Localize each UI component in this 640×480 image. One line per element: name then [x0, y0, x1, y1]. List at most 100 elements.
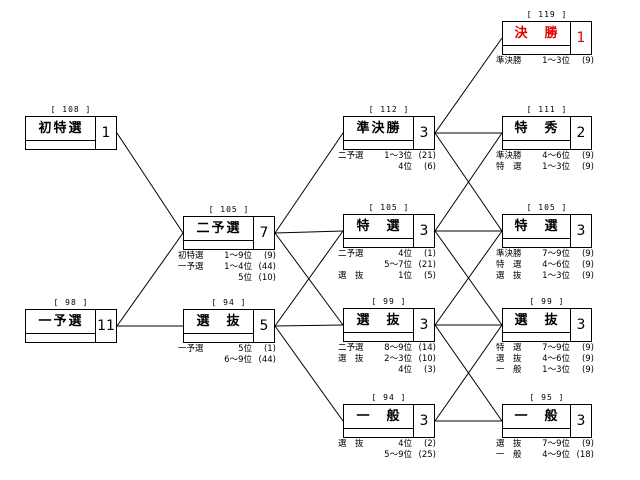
note-source-race: 準決勝: [496, 249, 522, 259]
note-rank: 6～9位: [224, 355, 252, 365]
qualifier-notes: 選 抜 4位 (2) 5～9位 (25): [338, 439, 436, 461]
note-count: (21): [418, 151, 436, 161]
note-rank: 5～9位: [384, 450, 412, 460]
note-source-race: 初特選: [178, 251, 204, 261]
note-source-race: 一予選: [178, 344, 204, 354]
connector-tokusen2-to-tokushu: [434, 132, 503, 232]
note-count: (5): [423, 271, 436, 281]
connector-ichiyo-to-niyo: [116, 232, 184, 327]
note-count: (2): [423, 439, 436, 449]
race-code: [ 119 ]: [526, 10, 568, 19]
race-count: 2: [570, 117, 591, 149]
race-name: 決 勝: [503, 22, 571, 46]
note-source-race: [178, 273, 214, 284]
note-source-race: 二予選: [338, 249, 364, 259]
note-count: (6): [423, 162, 436, 172]
note-source-race: 選 抜: [338, 439, 364, 449]
note-rank: 5～7位: [384, 260, 412, 270]
race-code: [ 99 ]: [529, 297, 565, 306]
note-count: (9): [581, 439, 594, 449]
note-rank: 5位: [238, 344, 252, 354]
connector-hatsutoku-to-niyo: [116, 132, 184, 234]
note-rank: 5位: [238, 273, 252, 283]
race-code: [ 111 ]: [526, 105, 568, 114]
race-count: 11: [95, 310, 116, 342]
note-source-race: 特 選: [496, 343, 522, 353]
qualifier-note-row: 5～9位 (25): [338, 450, 436, 461]
note-source-race: 一予選: [178, 262, 204, 272]
race-count: 1: [95, 117, 116, 149]
note-rank: 4位: [398, 439, 412, 449]
note-source-race: 二予選: [338, 151, 364, 161]
connector-niyo-to-tokusen2: [274, 230, 344, 234]
note-count: (25): [418, 450, 436, 460]
note-count: (9): [581, 162, 594, 172]
race-count: 7: [253, 217, 274, 249]
connector-senbatsu1-to-ippan2: [274, 325, 344, 422]
note-source-race: 選 抜: [496, 439, 522, 449]
race-code: [ 105 ]: [368, 203, 410, 212]
note-source-race: 選 抜: [496, 271, 522, 281]
race-count: 3: [570, 405, 591, 437]
qualifier-note-row: 5～7位 (21): [338, 260, 436, 271]
note-count: (9): [581, 260, 594, 270]
note-rank: 1～3位: [542, 56, 570, 66]
race-count: 3: [413, 309, 434, 341]
note-rank: 4～6位: [542, 354, 570, 364]
race-count: 3: [570, 309, 591, 341]
qualifier-note-row: 6～9位(44): [178, 355, 276, 366]
note-source-race: [338, 365, 374, 376]
note-count: (9): [581, 249, 594, 259]
connector-senbatsu1-to-tokusen2: [274, 230, 344, 327]
note-count: (3): [423, 365, 436, 375]
race-count: 3: [570, 215, 591, 247]
note-count: (18): [576, 450, 594, 460]
race-name: 特 選: [344, 215, 414, 239]
note-source-race: 選 抜: [338, 271, 364, 281]
race-name: 準決勝: [344, 117, 414, 141]
note-source-race: [338, 260, 374, 271]
race-code: [ 108 ]: [50, 105, 92, 114]
note-count: (1): [423, 249, 436, 259]
race-code: [ 99 ]: [371, 297, 407, 306]
race-count: 3: [413, 215, 434, 247]
note-count: (14): [418, 343, 436, 353]
note-rank: 1～4位: [224, 262, 252, 272]
race-name: 特 選: [503, 215, 571, 239]
note-count: (21): [418, 260, 436, 270]
race-code: [ 95 ]: [529, 393, 565, 402]
race-name: 初特選: [26, 117, 96, 141]
note-source-race: 一 般: [496, 365, 522, 375]
connector-senbatsu2-to-tokusen3: [434, 230, 503, 326]
